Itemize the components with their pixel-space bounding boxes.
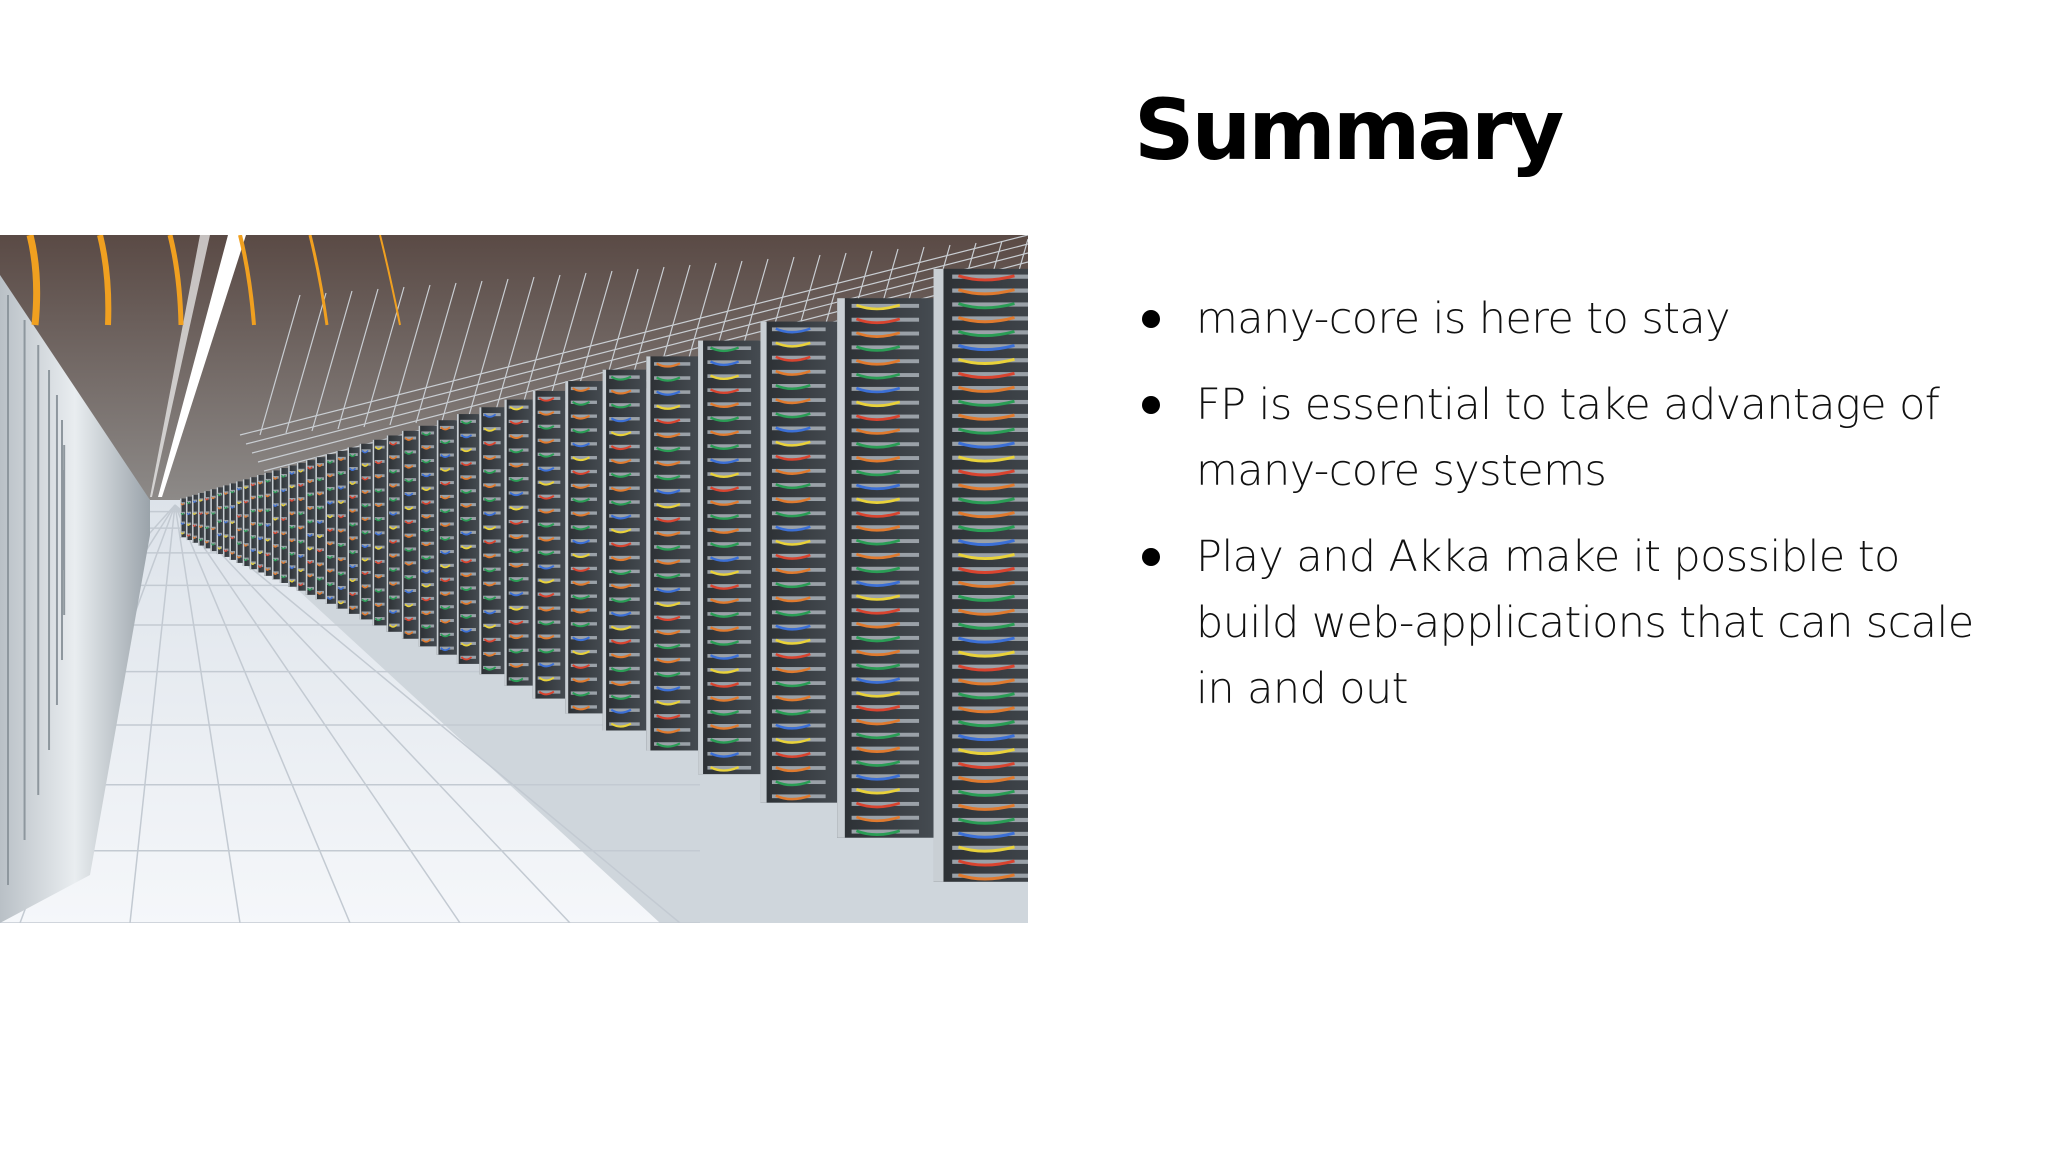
datacenter-server-racks-image	[0, 235, 1028, 923]
bullet-dot-icon	[1142, 310, 1160, 328]
bullet-item: many-core is here to stay	[1134, 286, 2014, 352]
bullet-item: Play and Akka make it possible to build …	[1134, 524, 2014, 722]
bullet-text: Play and Akka make it possible to build …	[1196, 532, 1974, 714]
bullet-text: FP is essential to take advantage of man…	[1196, 380, 1940, 496]
bullet-dot-icon	[1142, 548, 1160, 566]
bullet-dot-icon	[1142, 396, 1160, 414]
bullet-list: many-core is here to stay FP is essentia…	[1134, 286, 2014, 742]
slide-title: Summary	[1134, 81, 1564, 179]
bullet-text: many-core is here to stay	[1196, 294, 1731, 344]
bullet-item: FP is essential to take advantage of man…	[1134, 372, 2014, 504]
